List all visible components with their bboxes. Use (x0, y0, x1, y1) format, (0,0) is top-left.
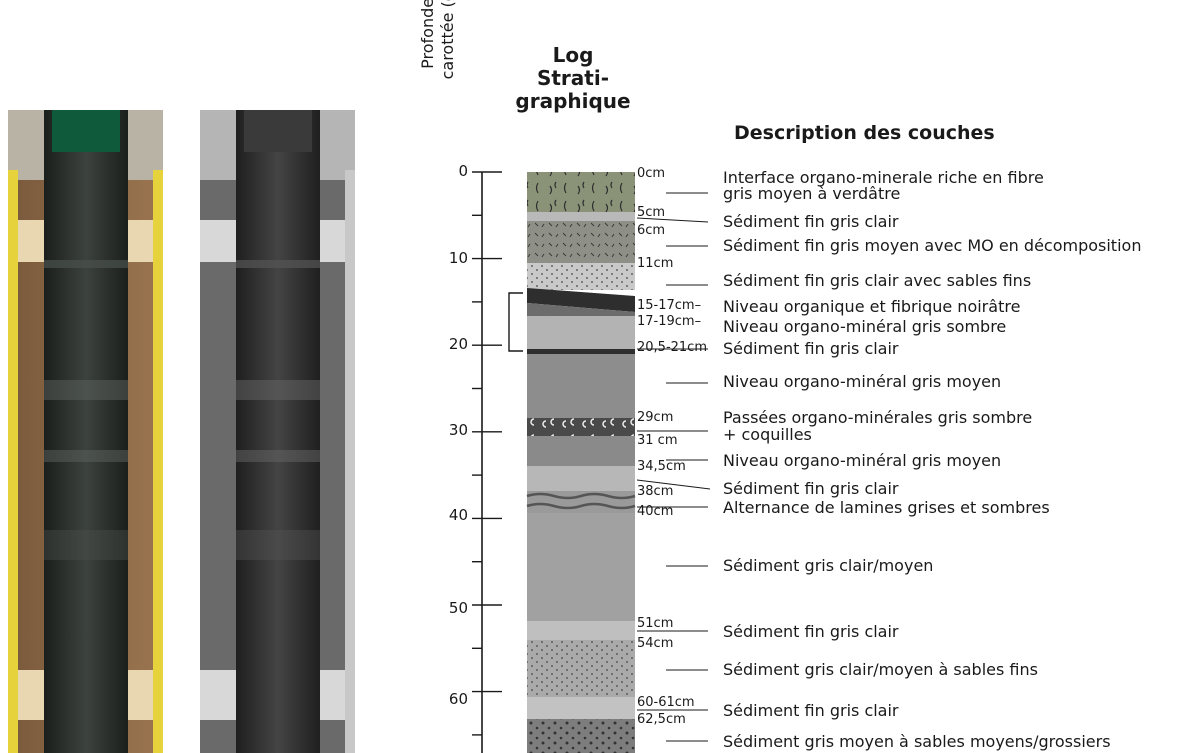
connector-lines (636, 192, 711, 742)
layer-desc-organique-noiratre: Niveau organique et fibrique noirâtre (723, 297, 1021, 316)
layer-15-17-organic-black (527, 288, 635, 312)
layer-51-54-light-grey (527, 621, 635, 640)
layer-desc-fin-moyen-mo: Sédiment fin gris moyen avec MO en décom… (723, 236, 1142, 255)
depth-label-11: 11cm (637, 256, 674, 271)
layer-desc-fin-clair-4: Sédiment fin gris clair (723, 622, 899, 641)
tick-label-40: 40 (448, 506, 468, 524)
log-title-line3: graphique (515, 89, 631, 113)
tick-label-10: 10 (448, 249, 468, 267)
log-title: Log Strati- graphique (508, 44, 638, 113)
depth-label-51: 51cm (637, 616, 674, 631)
layer-desc-fin-clair-5: Sédiment fin gris clair (723, 701, 899, 720)
layer-desc-organo-sombre: Niveau organo-minéral gris sombre (723, 317, 1007, 336)
tick-label-20: 20 (448, 335, 468, 353)
depth-label-17-19: 17-19cm– (637, 314, 702, 329)
layer-desc-organo-moyen-1: Niveau organo-minéral gris moyen (723, 372, 1002, 391)
layer-5-6-light-grey (527, 212, 635, 221)
tick-label-30: 30 (448, 421, 468, 439)
depth-label-54: 54cm (637, 636, 674, 651)
log-title-line1: Log (552, 43, 594, 67)
log-column (526, 172, 636, 753)
depth-label-20-21: 20,5-21cm (637, 340, 707, 355)
layer-desc-interface-line2: gris moyen à verdâtre (723, 184, 901, 203)
description-title: Description des couches (734, 122, 995, 144)
depth-label-31: 31 cm (637, 433, 678, 448)
tick-label-0: 0 (458, 162, 468, 180)
layer-desc-sables-fins: Sédiment gris clair/moyen à sables fins (723, 660, 1038, 679)
layer-desc-fin-clair-sables: Sédiment fin gris clair avec sables fins (723, 271, 1032, 290)
depth-label-15-17: 15-17cm– (637, 298, 702, 313)
layer-desc-gris-clair-moyen: Sédiment gris clair/moyen (723, 556, 934, 575)
layer-desc-fin-clair-1: Sédiment fin gris clair (723, 212, 899, 231)
log-title-line2: Strati- (536, 66, 610, 90)
layer-34-38-light-grey (527, 466, 635, 491)
core-photo-color (8, 110, 163, 753)
layer-40-51-grey (527, 513, 635, 621)
depth-label-34-5: 34,5cm (637, 459, 686, 474)
depth-label-6: 6cm (637, 223, 666, 238)
layer-desc-passees-line2: + coquilles (723, 425, 812, 444)
layer-desc-interface-line1: Interface organo-minerale riche en fibre (723, 168, 1044, 187)
layer-desc-fin-clair-2: Sédiment fin gris clair (723, 339, 899, 358)
log-bracket (508, 292, 523, 352)
core-photo-grayscale (200, 110, 355, 753)
layer-60-62-light-grey (527, 697, 635, 719)
depth-label-62-5: 62,5cm (637, 712, 686, 727)
layer-desc-organo-moyen-2: Niveau organo-minéral gris moyen (723, 451, 1002, 470)
layer-desc-alternance: Alternance de lamines grises et sombres (723, 498, 1050, 517)
depth-axis-ticks (472, 171, 502, 736)
depth-label-60-61: 60-61cm (637, 695, 695, 710)
depth-label-5: 5cm (637, 205, 666, 220)
layer-20-21-thin-dark (527, 349, 635, 354)
tick-label-60: 60 (448, 690, 468, 708)
layer-desc-passees-line1: Passées organo-minérales gris sombre (723, 408, 1033, 427)
tick-label-50: 50 (448, 599, 468, 617)
depth-label-38: 38cm (637, 484, 674, 499)
depth-label-40: 40cm (637, 504, 674, 519)
depth-label-29: 29cm (637, 410, 674, 425)
layer-21-29-mid-grey (527, 354, 635, 418)
layer-desc-fin-clair-3: Sédiment fin gris clair (723, 479, 899, 498)
layer-31-34-mid-grey (527, 436, 635, 466)
layer-desc-sables-grossiers: Sédiment gris moyen à sables moyens/gros… (723, 732, 1111, 751)
depth-label-0: 0cm (637, 166, 666, 181)
